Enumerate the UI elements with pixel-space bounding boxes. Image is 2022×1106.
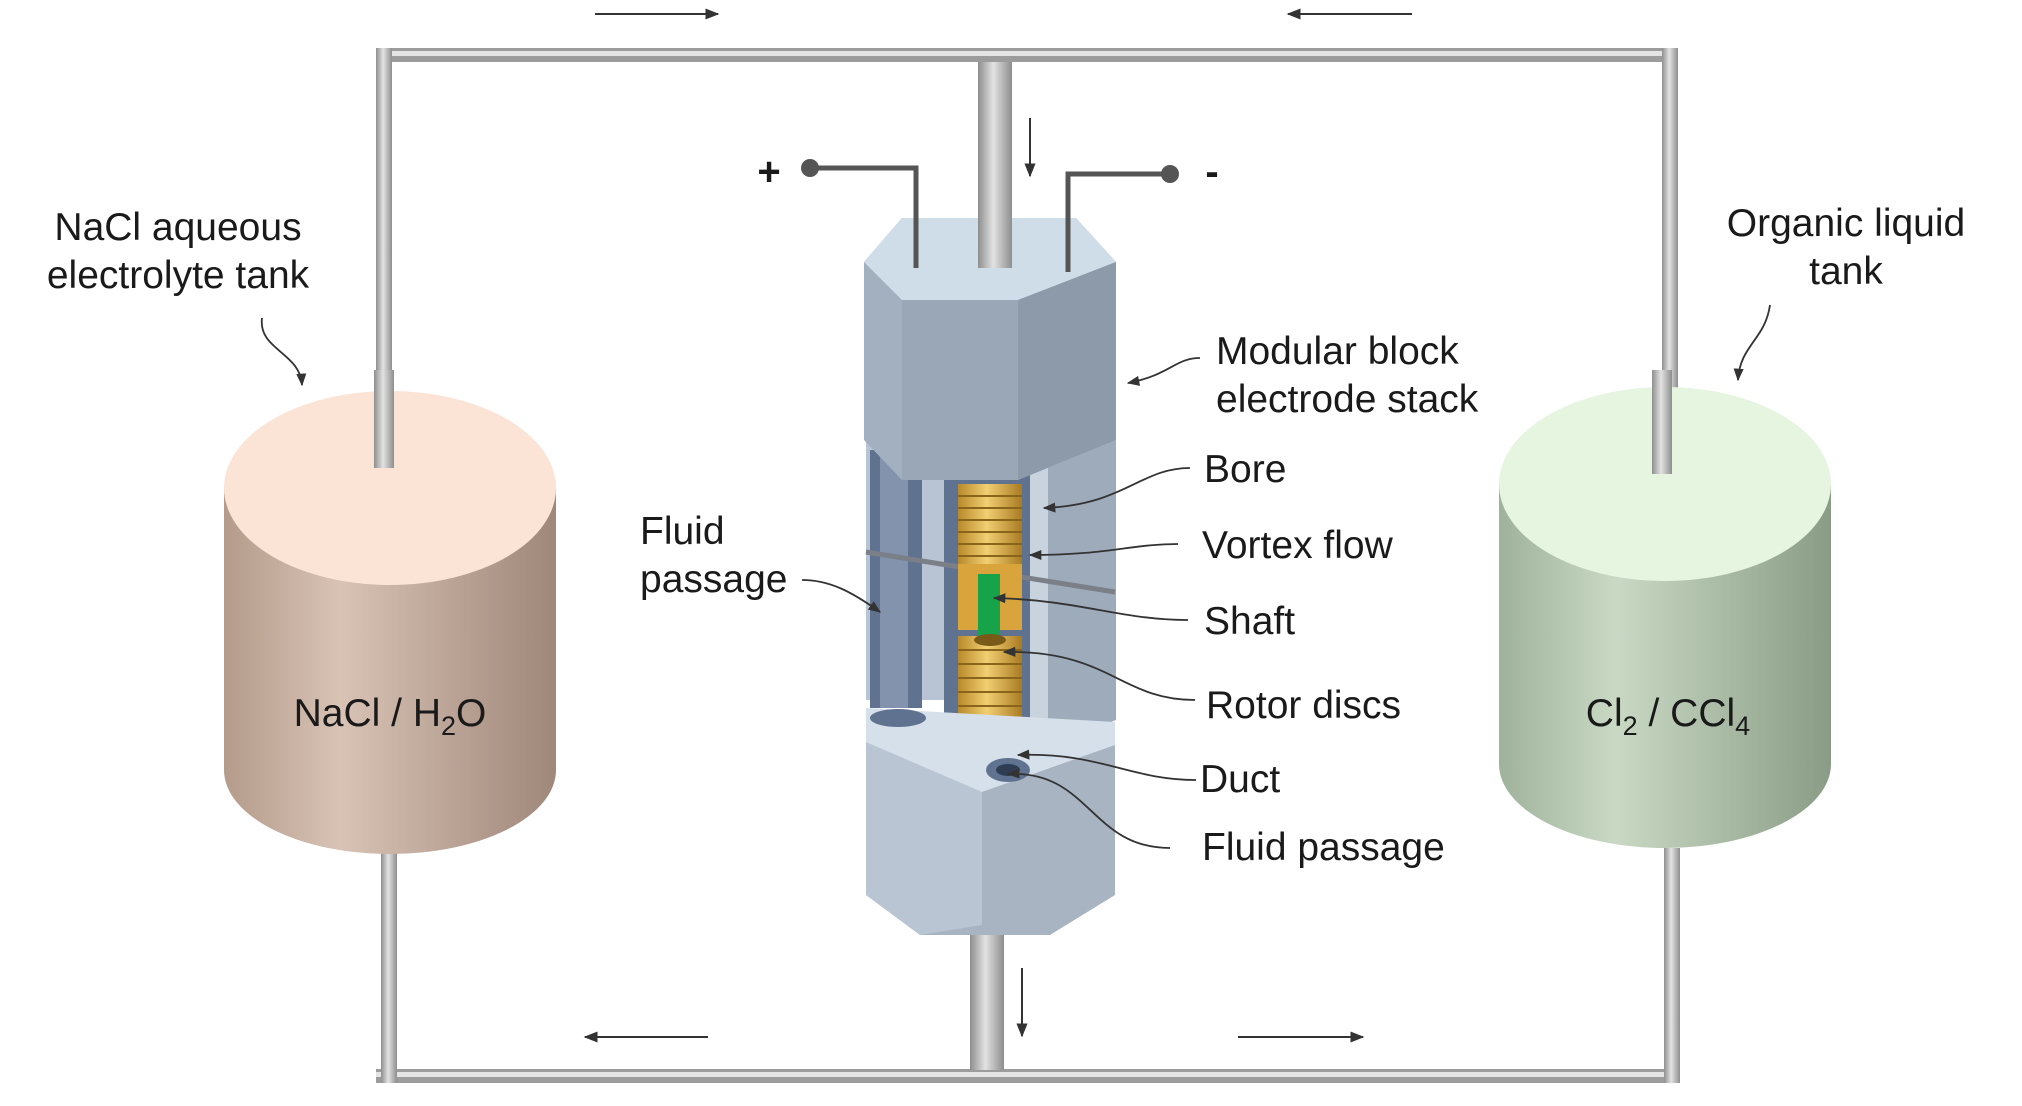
nacl-electrolyte-tank: NaCl / H2O bbox=[224, 370, 556, 854]
fluid-passage-bottom-label: Fluid passage bbox=[1202, 826, 1445, 869]
shaft-label: Shaft bbox=[1204, 600, 1295, 643]
right-tank-label-line2: tank bbox=[1809, 250, 1883, 293]
stack-label-line2: electrode stack bbox=[1216, 378, 1479, 421]
vortex-flow-label: Vortex flow bbox=[1202, 524, 1394, 567]
right-tank-formula: Cl2 / CCl4 bbox=[1586, 692, 1750, 741]
plus-sign: + bbox=[757, 150, 780, 194]
organic-liquid-tank: Cl2 / CCl4 bbox=[1499, 370, 1831, 848]
duct-label: Duct bbox=[1200, 758, 1280, 801]
negative-terminal bbox=[1065, 165, 1179, 272]
flow-arrows bbox=[583, 8, 1412, 1043]
bore-label: Bore bbox=[1204, 448, 1286, 491]
fluid-passage-left-label-line1: Fluid bbox=[640, 510, 725, 553]
labels: + - NaCl aqueous electrolyte tank Organi… bbox=[47, 150, 1965, 869]
positive-terminal bbox=[801, 159, 919, 268]
shaft bbox=[978, 574, 1000, 636]
minus-sign: - bbox=[1205, 150, 1218, 194]
rotor-discs-upper bbox=[958, 484, 1022, 564]
rotor-discs-lower bbox=[958, 634, 1022, 726]
leader-lines bbox=[261, 304, 1771, 849]
right-tank-label-line1: Organic liquid bbox=[1727, 202, 1965, 245]
left-tank-label-line1: NaCl aqueous bbox=[54, 206, 301, 249]
stack-label-line1: Modular block bbox=[1216, 330, 1459, 373]
electrode-stack bbox=[801, 159, 1179, 935]
left-tank-formula: NaCl / H2O bbox=[294, 692, 487, 741]
fluid-passage-left-label-line2: passage bbox=[640, 558, 787, 601]
left-tank-label-line2: electrolyte tank bbox=[47, 254, 310, 297]
rotor-discs-label: Rotor discs bbox=[1206, 684, 1401, 727]
